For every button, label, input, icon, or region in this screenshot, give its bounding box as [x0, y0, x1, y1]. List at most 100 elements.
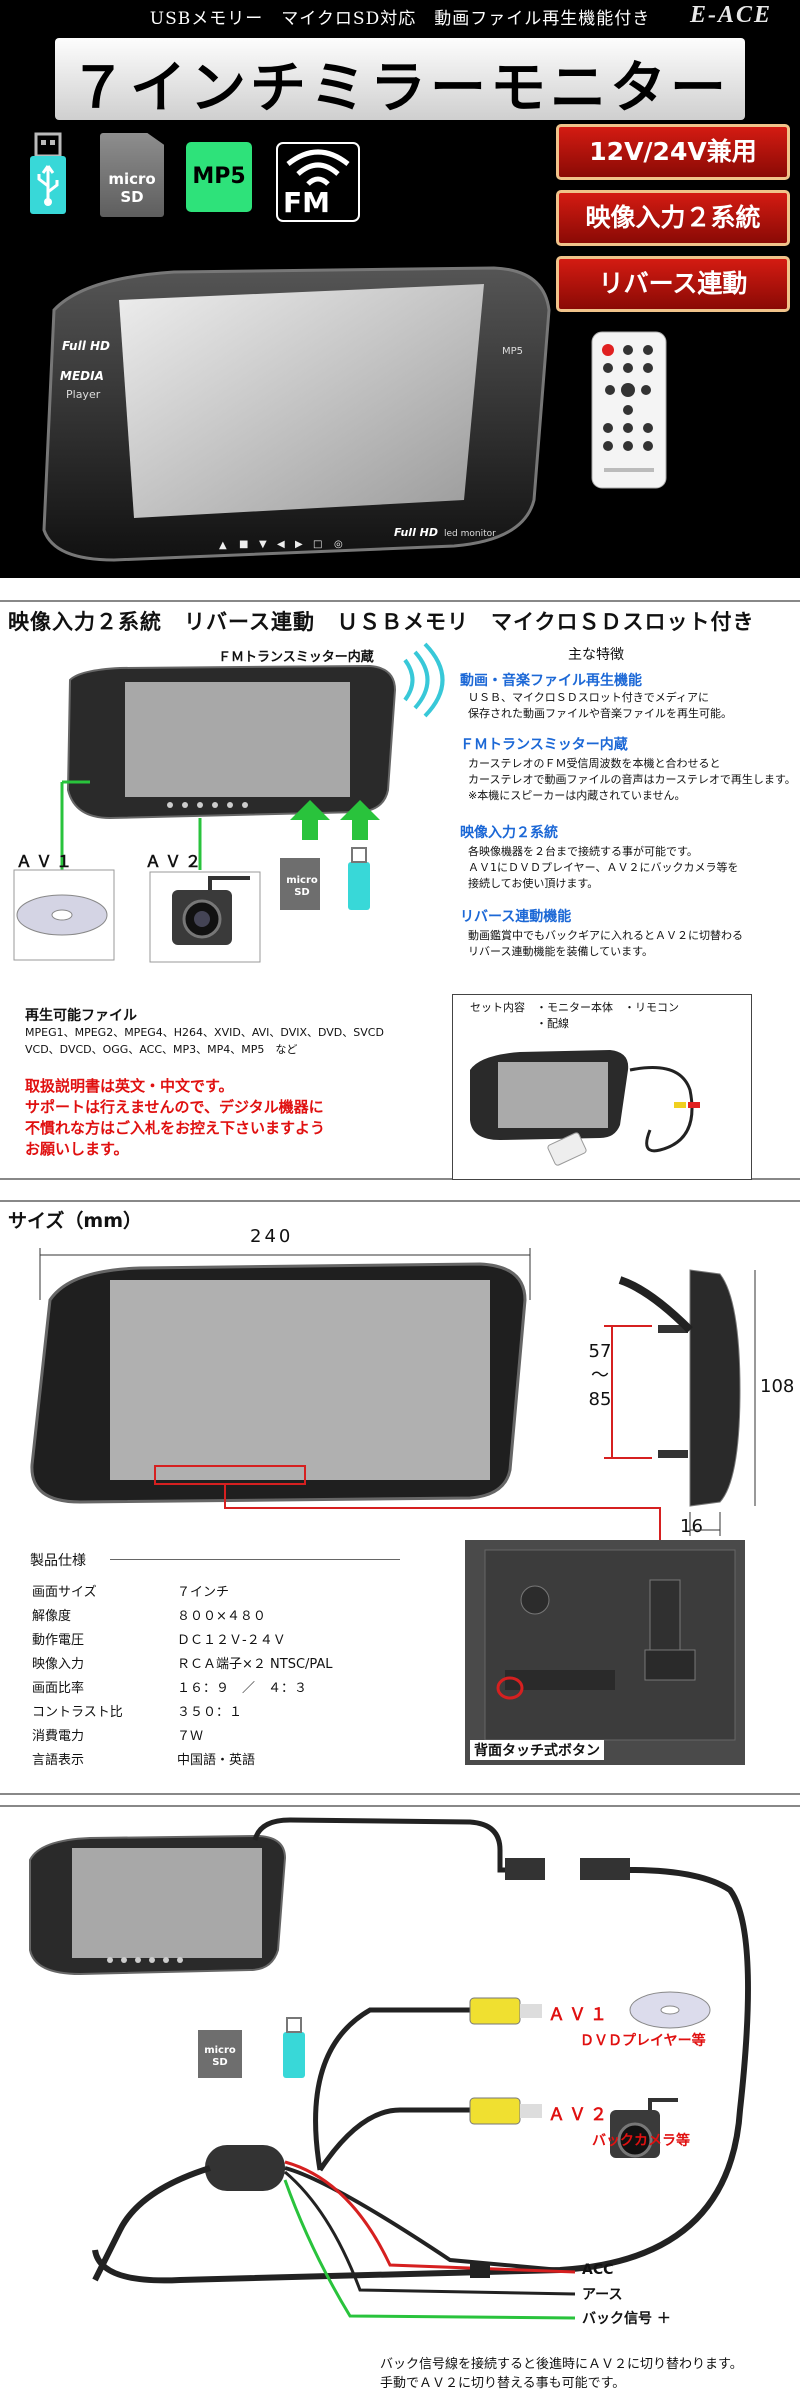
spec-value: ７インチ	[177, 1585, 230, 1600]
microsd-label: micro SD	[108, 170, 156, 206]
playable-files-list: MPEG1、MPEG2、MPEG4、H264、XVID、AVI、DVIX、DVD…	[25, 1026, 384, 1056]
hero-subtitle: USBメモリー マイクロSD対応 動画ファイル再生機能付き	[149, 9, 651, 29]
spec-row-aspect: 画面比率 １６：９ ／ ４：３	[32, 1679, 452, 1699]
product-title: ７インチミラーモニター	[70, 56, 730, 121]
wiring-av2-label: ＡＶ２	[548, 2105, 611, 2125]
svg-text:□: □	[313, 539, 322, 550]
spec-row-contrast: コントラスト比 ３５０：１	[32, 1703, 452, 1723]
width-dimension: 240	[250, 1226, 294, 1247]
mirror-monitor-image: Full HD MEDIA Player MP5 Full HD led mon…	[42, 266, 551, 562]
spec-key: 消費電力	[32, 1729, 85, 1744]
spec-key: 言語表示	[32, 1753, 85, 1768]
fm-label: FM	[283, 186, 330, 219]
spec-value: 中国語・英語	[177, 1753, 256, 1768]
spec-key: 映像入力	[32, 1657, 85, 1672]
spec-key: 動作電圧	[32, 1633, 85, 1648]
back-camera-label: バックカメラ等	[592, 2133, 690, 2149]
set-contents-text: セット内容 ・モニター本体 ・リモコン ・配線	[470, 1001, 679, 1030]
spec-row-screen: 画面サイズ ７インチ	[32, 1583, 452, 1603]
wiring-av1-label: ＡＶ１	[548, 2005, 611, 2025]
features-heading: 主な特徴	[568, 647, 624, 663]
svg-text:■: ■	[239, 539, 248, 550]
rear-button-highlight	[496, 1676, 524, 1700]
wiring-diagram	[29, 1817, 751, 2320]
spec-row-video-input: 映像入力 ＲＣＡ端子×２ NTSC/PAL	[32, 1655, 452, 1675]
feature-body-dual-input: 各映像機器を２台まで接続する事が可能です。 ＡＶ1にＤＶＤプレイヤー、ＡＶ２にバ…	[468, 845, 739, 890]
manual-warning: 取扱説明書は英文・中文です。 サポートは行えませんので、デジタル機器に 不慣れな…	[25, 1077, 326, 1158]
feature-body-media: ＵＳＢ、マイクロＳＤスロット付きでメディアに 保存された動画ファイルや音楽ファイ…	[468, 691, 732, 720]
fm-transmitter-label: ＦＭトランスミッター内蔵	[218, 650, 374, 665]
badge-dual-input: 映像入力２系統	[556, 190, 790, 246]
mount-range-dimension: 57 ～ 85	[588, 1341, 612, 1410]
set-contents-image	[470, 1050, 700, 1166]
feature-body-fm: カーステレオのＦＭ受信周波数を本機と合わせると カーステレオで動画ファイルの音声…	[468, 757, 796, 802]
remote-control-image	[591, 331, 667, 489]
feature-title-reverse: リバース連動機能	[460, 909, 572, 925]
badge-reverse: リバース連動	[556, 256, 790, 312]
wifi-wave-icon	[286, 149, 350, 186]
usb-memory-icon	[30, 132, 66, 214]
microsd-label-wiring: micro SD	[204, 2045, 236, 2068]
wiring-panel	[0, 1805, 800, 2400]
dvd-player-label: ＤＶＤプレイヤー等	[580, 2033, 706, 2049]
fm-transmitter-icon	[276, 142, 360, 222]
feature-title-dual-input: 映像入力２系統	[460, 825, 558, 841]
feature-title-fm: ＦＭトランスミッター内蔵	[460, 737, 628, 753]
svg-text:▼: ▼	[259, 539, 267, 550]
av1-label: ＡＶ１	[16, 852, 77, 871]
title-plate	[55, 38, 745, 120]
brand-logo: E-ACE	[690, 2, 773, 28]
back-signal-wire-label: バック信号 ＋	[582, 2311, 671, 2327]
acc-wire-label: ACC	[582, 2262, 614, 2278]
spec-row-voltage: 動作電圧 ＤＣ１２Ｖ-２４Ｖ	[32, 1631, 452, 1651]
spec-value: １６：９ ／ ４：３	[177, 1681, 308, 1696]
monitor-bottom-sub: led monitor	[444, 529, 496, 539]
size-panel	[0, 1200, 800, 1795]
height-dimension: 108	[760, 1376, 795, 1397]
spec-value: ７Ｗ	[177, 1729, 204, 1744]
spec-divider	[110, 1559, 400, 1560]
spec-value: ８００×４８０	[177, 1609, 266, 1624]
av2-label: ＡＶ２	[145, 852, 206, 871]
svg-text:▲: ▲	[219, 540, 227, 551]
spec-row-resolution: 解像度 ８００×４８０	[32, 1607, 452, 1627]
wiring-note: バック信号線を接続すると後進時にＡＶ２に切り替わります。 手動でＡＶ２に切り替え…	[380, 2357, 743, 2391]
spec-title: 製品仕様	[30, 1553, 86, 1569]
spec-row-power: 消費電力 ７Ｗ	[32, 1727, 452, 1747]
rear-touch-label: 背面タッチ式ボタン	[470, 1740, 604, 1760]
features-title: 映像入力２系統 リバース連動 ＵＳＢメモリ マイクロＳＤスロット付き	[8, 610, 755, 634]
size-title: サイズ（mm）	[8, 1210, 143, 1232]
mp5-icon: MP5	[186, 142, 252, 212]
spec-value: ＤＣ１２Ｖ-２４Ｖ	[177, 1633, 286, 1648]
spec-key: コントラスト比	[32, 1705, 123, 1720]
monitor-bottom-brand: Full HD	[394, 526, 438, 539]
svg-text:◀: ◀	[277, 539, 285, 550]
monitor-brand-fullhd: Full HD	[62, 339, 110, 353]
rear-button-photo	[465, 1540, 745, 1765]
feature-body-reverse: 動画鑑賞中でもバックギアに入れるとＡＶ２に切替わる リバース連動機能を装備してい…	[468, 929, 743, 958]
monitor-touch-buttons: ▲ ■ ▼ ◀ ▶ □ ◎	[219, 539, 343, 551]
spec-key: 画面比率	[32, 1681, 85, 1696]
spec-key: 画面サイズ	[32, 1585, 97, 1600]
svg-text:◎: ◎	[334, 539, 343, 550]
size-diagram	[30, 1248, 756, 1540]
fm-signal-icon	[403, 642, 445, 718]
depth-dimension: 16	[680, 1516, 703, 1537]
monitor-model: MP5	[502, 346, 523, 357]
spec-row-language: 言語表示 中国語・英語	[32, 1751, 452, 1771]
svg-text:▶: ▶	[295, 539, 303, 550]
connection-diagram	[13, 642, 445, 963]
microsd-label-small: micro SD	[286, 875, 318, 898]
microsd-card-icon	[100, 133, 164, 217]
ground-wire-label: アース	[582, 2287, 623, 2303]
monitor-brand-player: Player	[66, 388, 101, 401]
monitor-brand-media: MEDIA	[60, 369, 104, 383]
badge-voltage: 12V/24V兼用	[556, 124, 790, 180]
feature-title-media: 動画・音楽ファイル再生機能	[460, 673, 642, 689]
playable-files-title: 再生可能ファイル	[25, 1008, 137, 1024]
spec-value: ＲＣＡ端子×２ NTSC/PAL	[177, 1657, 333, 1672]
arrow-up-icon	[340, 800, 380, 840]
arrow-up-icon	[290, 800, 330, 840]
spec-key: 解像度	[32, 1609, 72, 1624]
spec-value: ３５０：１	[177, 1705, 243, 1720]
